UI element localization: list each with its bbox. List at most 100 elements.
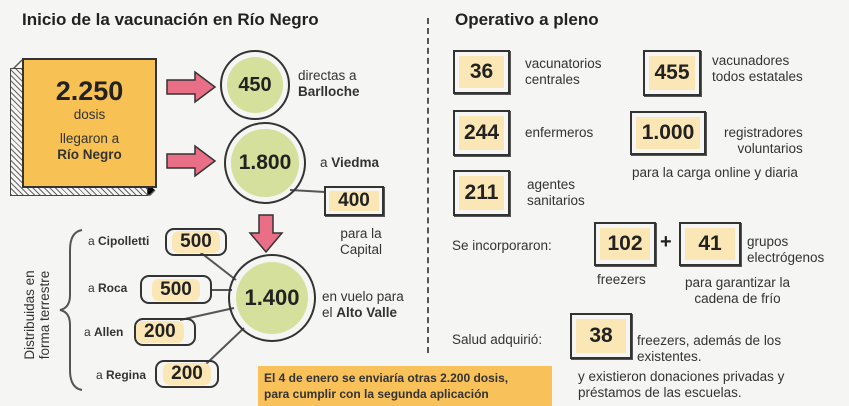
gen-line1: grupos: [747, 234, 789, 249]
purpose-line2: cadena de frío: [694, 291, 781, 306]
stat-value: 1.000: [636, 117, 700, 149]
city-pre: a: [84, 325, 95, 339]
capital-line1: para la: [340, 226, 382, 241]
freezers-value: 102: [600, 228, 650, 260]
purpose-line1: para garantizar la: [685, 275, 791, 290]
generators-box: 41: [679, 222, 741, 266]
note-line1: El 4 de enero se enviaría otras 2.200 do…: [264, 371, 509, 385]
acquired-line1: freezers, además de los: [637, 333, 782, 348]
stat-line1: agentes: [527, 177, 576, 192]
altovalle-line1: en vuelo para: [322, 289, 404, 304]
stat-box: 211: [453, 170, 510, 216]
city-pre: a: [88, 234, 99, 248]
stat-box: 244: [453, 110, 510, 156]
city-value: 500: [152, 278, 200, 301]
bariloche-value: 450: [226, 56, 284, 114]
altovalle-bold: Alto Valle: [336, 305, 398, 320]
city-name: Allen: [94, 325, 124, 339]
stat-line2: todos estatales: [712, 69, 803, 84]
total-line3: Río Negro: [57, 147, 122, 162]
total-line2: llegaron a: [59, 131, 120, 146]
city-value-box: 500: [140, 275, 212, 304]
arrow-right-icon: [166, 70, 217, 104]
city-regina: a Regina: [96, 367, 146, 383]
stat-box: 36: [453, 50, 510, 94]
distributed-line2: forma terrestre: [37, 270, 52, 360]
stat-line2: voluntarios: [737, 141, 803, 156]
altovalle-value: 1.400: [235, 261, 309, 335]
bariloche-line2: Barlloche: [298, 84, 360, 99]
bariloche-line1: directas a: [298, 68, 357, 83]
freezers-label: freezers: [597, 272, 646, 287]
city-name: Cipolletti: [98, 234, 150, 248]
city-roca: a Roca: [88, 280, 127, 296]
city-pre: a: [88, 281, 99, 295]
city-value-box: 200: [155, 360, 219, 388]
stat-line2: centrales: [525, 72, 580, 87]
total-value: 2.250: [55, 76, 124, 106]
generators-value: 41: [685, 228, 735, 260]
capital-box: 400: [324, 186, 384, 216]
viedma-bold: Viedma: [331, 155, 380, 170]
city-value: 500: [172, 231, 220, 253]
left-title: Inicio de la vacunación en Río Negro: [22, 10, 319, 29]
stat-box: 455: [643, 50, 701, 96]
city-value: 200: [136, 321, 184, 343]
incorporated-label: Se incorporaron:: [452, 238, 552, 253]
acquired-line4: préstamos de las escuelas.: [578, 385, 742, 400]
stat-line1: registradores: [724, 125, 803, 140]
note-line2: para cumplir con la segunda aplicación: [264, 387, 489, 401]
stat-value: 244: [459, 116, 504, 150]
note-box: El 4 de enero se enviaría otras 2.200 do…: [258, 366, 552, 406]
stat-value: 36: [459, 56, 504, 88]
total-doses-box: 2.250 dosis llegaron a Río Negro: [22, 58, 157, 188]
stat-label: enfermeros: [525, 125, 593, 141]
viedma-pre: a: [320, 155, 332, 170]
gen-line2: electrógenos: [747, 250, 825, 265]
viedma-circle: 1.800: [224, 122, 306, 204]
capital-value: 400: [329, 190, 379, 211]
stat-value: 211: [459, 176, 504, 210]
city-cipolletti: a Cipolletti: [88, 233, 149, 249]
acquired-box: 38: [570, 313, 632, 359]
stat-extra: para la carga online y diaria: [632, 165, 798, 180]
distributed-line1: Distribuidas en: [22, 270, 37, 360]
brace: [59, 229, 83, 391]
acquired-line2: existentes.: [637, 349, 702, 364]
viedma-label: a Viedma: [320, 155, 379, 171]
altovalle-pre: el: [322, 305, 337, 320]
stat-box: 1.000: [630, 111, 706, 155]
viedma-value: 1.800: [231, 129, 299, 197]
bariloche-circle: 450: [220, 50, 290, 120]
freezers-box: 102: [594, 222, 656, 266]
stat-value: 455: [649, 56, 695, 90]
plus-sign: +: [660, 231, 672, 253]
city-value-box: 200: [134, 318, 196, 346]
stat-line1: vacunatorios: [525, 56, 602, 71]
city-pre: a: [96, 368, 107, 382]
stat-line1: vacunadores: [712, 53, 790, 68]
city-name: Regina: [106, 368, 147, 382]
stat-line2: sanitarios: [527, 193, 585, 208]
divider: [427, 18, 429, 353]
capital-line2: Capital: [340, 242, 383, 257]
city-allen: a Allen: [84, 324, 123, 340]
stat-line1: enfermeros: [525, 125, 594, 140]
right-title: Operativo a pleno: [455, 10, 599, 29]
altovalle-circle: 1.400: [228, 254, 316, 342]
city-name: Roca: [98, 281, 128, 295]
arrow-down-icon: [248, 214, 284, 254]
total-line1: dosis: [73, 107, 106, 122]
